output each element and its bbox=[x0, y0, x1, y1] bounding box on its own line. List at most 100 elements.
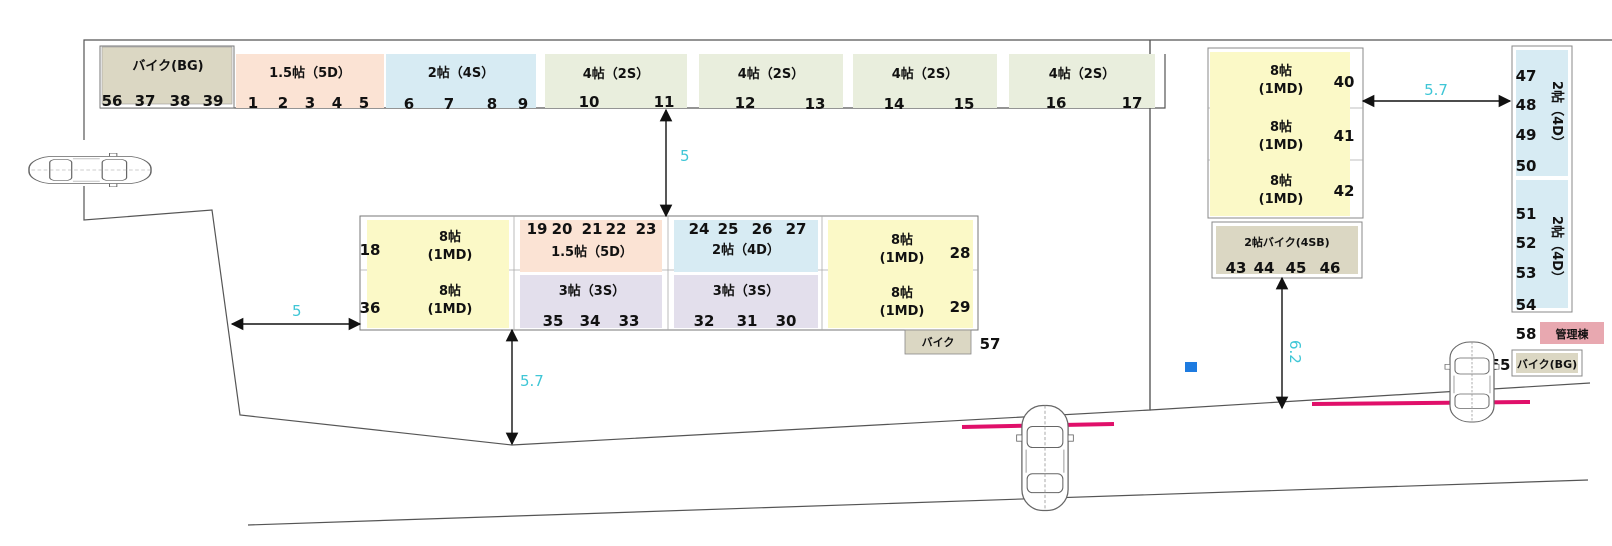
label-2-tatami-4d: 2帖（4D） bbox=[712, 242, 780, 258]
label-4-tatami-a: 4帖（2S） bbox=[583, 66, 649, 82]
unit-8: 8 bbox=[487, 95, 497, 113]
unit-32: 32 bbox=[694, 312, 715, 330]
label-1-5-tatami: 1.5帖（5D） bbox=[269, 65, 351, 81]
label-2-tatami-4d-b: 2帖（4D） bbox=[1549, 216, 1565, 284]
unit-51: 51 bbox=[1516, 205, 1537, 223]
label-4-tatami-d: 4帖（2S） bbox=[1049, 66, 1115, 82]
unit-56: 56 bbox=[102, 92, 123, 110]
unit-3: 3 bbox=[305, 94, 315, 112]
unit-16: 16 bbox=[1046, 94, 1067, 112]
label-kanri: 管理棟 bbox=[1556, 327, 1590, 341]
unit-21: 21 bbox=[582, 220, 603, 238]
unit-10: 10 bbox=[579, 93, 600, 111]
unit-7: 7 bbox=[444, 95, 454, 113]
unit-30: 30 bbox=[776, 312, 797, 330]
label-4-tatami-b: 4帖（2S） bbox=[738, 66, 804, 82]
unit-2: 2 bbox=[278, 94, 288, 112]
label-2-tatami-4d-a: 2帖（4D） bbox=[1549, 81, 1565, 149]
unit-58: 58 bbox=[1516, 325, 1537, 343]
label-bike-bg-right: バイク(BG) bbox=[1517, 358, 1577, 371]
label-8-tatami-28: 8帖 bbox=[891, 232, 913, 248]
dim-5-horizontal: 5 bbox=[292, 302, 302, 320]
label-8-tatami-41: 8帖 bbox=[1270, 119, 1292, 135]
label-1md-29: (1MD) bbox=[880, 304, 925, 319]
right-stack: 8帖 (1MD) 8帖 (1MD) 8帖 (1MD) 40 41 42 2帖バイ… bbox=[1207, 47, 1364, 279]
unit-23: 23 bbox=[636, 220, 657, 238]
unit-45: 45 bbox=[1286, 259, 1307, 277]
unit-6: 6 bbox=[404, 95, 414, 113]
car-icon bbox=[1444, 341, 1500, 423]
unit-19: 19 bbox=[527, 220, 548, 238]
unit-52: 52 bbox=[1516, 234, 1537, 252]
unit-22: 22 bbox=[606, 220, 627, 238]
unit-20: 20 bbox=[552, 220, 573, 238]
unit-34: 34 bbox=[580, 312, 601, 330]
unit-31: 31 bbox=[737, 312, 758, 330]
unit-28: 28 bbox=[950, 244, 971, 262]
unit-1: 1 bbox=[248, 94, 258, 112]
unit-37: 37 bbox=[135, 92, 156, 110]
unit-14: 14 bbox=[884, 95, 905, 113]
label-1md-42: (1MD) bbox=[1259, 192, 1304, 207]
label-2-tatami-bike: 2帖バイク(4SB) bbox=[1244, 235, 1329, 249]
unit-33: 33 bbox=[619, 312, 640, 330]
dimensions: 5 5 5.7 5.7 6.2 bbox=[230, 81, 1512, 446]
unit-42: 42 bbox=[1334, 182, 1355, 200]
label-1md-18: (1MD) bbox=[428, 248, 473, 263]
label-1md-36: (1MD) bbox=[428, 302, 473, 317]
unit-17: 17 bbox=[1122, 94, 1143, 112]
unit-39: 39 bbox=[203, 92, 224, 110]
label-bike-57: バイク bbox=[922, 336, 955, 349]
label-4-tatami-c: 4帖（2S） bbox=[892, 66, 958, 82]
unit-24: 24 bbox=[689, 220, 710, 238]
unit-40: 40 bbox=[1334, 73, 1355, 91]
unit-5: 5 bbox=[359, 94, 369, 112]
dim-6-2-vertical: 6.2 bbox=[1286, 340, 1304, 364]
unit-46: 46 bbox=[1320, 259, 1341, 277]
unit-57: 57 bbox=[980, 335, 1001, 353]
label-8-tatami-29: 8帖 bbox=[891, 285, 913, 301]
dim-5-vertical: 5 bbox=[680, 147, 690, 165]
unit-25: 25 bbox=[718, 220, 739, 238]
unit-44: 44 bbox=[1254, 259, 1275, 277]
label-3-tatami-a: 3帖（3S） bbox=[559, 283, 625, 299]
label-8-tatami-42: 8帖 bbox=[1270, 173, 1292, 189]
unit-49: 49 bbox=[1516, 126, 1537, 144]
unit-41: 41 bbox=[1334, 127, 1355, 145]
label-8-tatami-40: 8帖 bbox=[1270, 63, 1292, 79]
label-1md-41: (1MD) bbox=[1259, 138, 1304, 153]
unit-9: 9 bbox=[518, 95, 528, 113]
unit-48: 48 bbox=[1516, 96, 1537, 114]
unit-11: 11 bbox=[654, 93, 675, 111]
center-block: 8帖 (1MD) 8帖 (1MD) 18 36 1.5帖（5D） 3帖（3S） … bbox=[359, 215, 1001, 355]
far-right-column: 2帖（4D） 2帖（4D） 47 48 49 50 51 52 53 54 管理… bbox=[1490, 45, 1604, 377]
unit-29: 29 bbox=[950, 298, 971, 316]
unit-12: 12 bbox=[735, 94, 756, 112]
top-row: バイク(BG) 1.5帖（5D） 2帖（4S） 4帖（2S） 4帖（2S） 4帖… bbox=[99, 45, 1155, 113]
label-1md-40: (1MD) bbox=[1259, 82, 1304, 97]
unit-38: 38 bbox=[170, 92, 191, 110]
unit-4: 4 bbox=[332, 94, 342, 112]
label-bike-bg: バイク(BG) bbox=[132, 59, 203, 74]
dim-5-7-vertical: 5.7 bbox=[520, 372, 544, 390]
unit-26: 26 bbox=[752, 220, 773, 238]
label-2-tatami: 2帖（4S） bbox=[428, 65, 494, 81]
label-8-tatami-36: 8帖 bbox=[439, 283, 461, 299]
label-1-5-tatami-center: 1.5帖（5D） bbox=[551, 244, 633, 260]
unit-18: 18 bbox=[360, 241, 381, 259]
label-3-tatami-b: 3帖（3S） bbox=[713, 283, 779, 299]
unit-47: 47 bbox=[1516, 67, 1537, 85]
unit-36: 36 bbox=[360, 299, 381, 317]
unit-13: 13 bbox=[805, 95, 826, 113]
unit-15: 15 bbox=[954, 95, 975, 113]
unit-35: 35 bbox=[543, 312, 564, 330]
unit-54: 54 bbox=[1516, 296, 1537, 314]
unit-43: 43 bbox=[1226, 259, 1247, 277]
car-icon bbox=[1016, 404, 1074, 512]
dim-5-7-horizontal: 5.7 bbox=[1424, 81, 1448, 99]
car-icon bbox=[28, 152, 152, 188]
unit-50: 50 bbox=[1516, 157, 1537, 175]
unit-53: 53 bbox=[1516, 264, 1537, 282]
label-8-tatami-18: 8帖 bbox=[439, 229, 461, 245]
